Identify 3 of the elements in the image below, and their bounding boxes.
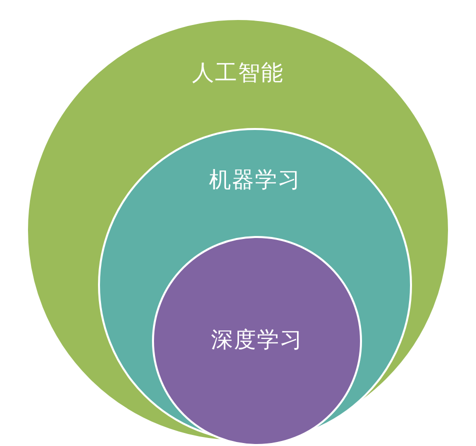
circle-label: 人工智能 [192,60,284,88]
circle-label: 深度学习 [211,327,303,355]
circle-label: 机器学习 [209,167,301,195]
